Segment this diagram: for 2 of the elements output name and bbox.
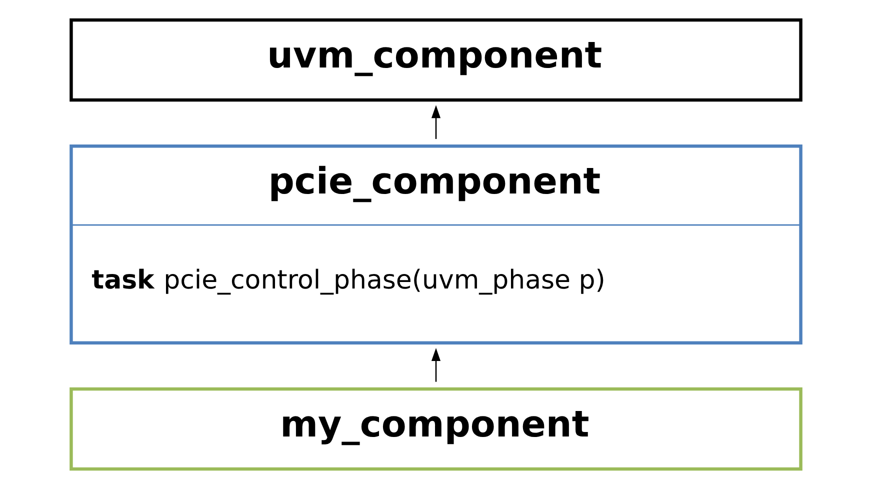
arrow <box>430 105 440 139</box>
arrow <box>430 348 440 382</box>
